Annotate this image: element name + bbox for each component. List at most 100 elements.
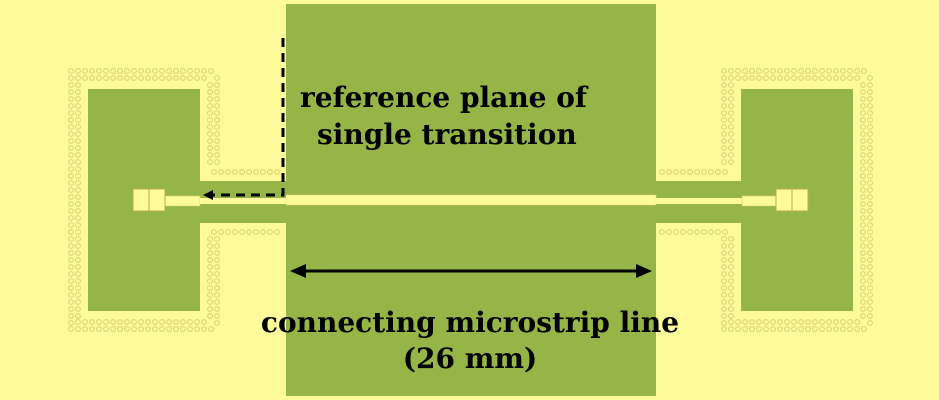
via-hole xyxy=(75,257,81,263)
via-hole xyxy=(867,180,873,186)
via-hole xyxy=(756,68,762,74)
via-hole xyxy=(194,75,200,81)
via-hole xyxy=(68,194,74,200)
via-hole xyxy=(194,326,200,332)
via-hole xyxy=(867,264,873,270)
via-hole xyxy=(867,173,873,179)
via-hole xyxy=(867,131,873,137)
via-hole xyxy=(68,75,74,81)
via-hole xyxy=(659,169,665,175)
via-hole xyxy=(826,319,832,325)
via-hole xyxy=(728,285,734,291)
via-hole xyxy=(68,313,74,319)
via-hole xyxy=(742,68,748,74)
via-hole xyxy=(214,285,220,291)
via-hole xyxy=(214,250,220,256)
via-hole xyxy=(75,82,81,88)
via-hole xyxy=(152,319,158,325)
via-hole xyxy=(819,319,825,325)
via-hole xyxy=(791,68,797,74)
via-hole xyxy=(274,169,280,175)
via-hole xyxy=(211,229,217,235)
via-hole xyxy=(207,89,213,95)
via-hole xyxy=(721,326,727,332)
via-hole xyxy=(721,103,727,109)
via-hole xyxy=(867,313,873,319)
via-hole xyxy=(68,229,74,235)
via-hole xyxy=(68,271,74,277)
via-hole xyxy=(867,75,873,81)
via-hole xyxy=(131,68,137,74)
via-hole xyxy=(708,169,714,175)
via-hole xyxy=(68,285,74,291)
via-hole xyxy=(75,236,81,242)
via-hole xyxy=(728,159,734,165)
via-hole xyxy=(860,124,866,130)
via-hole xyxy=(687,229,693,235)
via-hole xyxy=(103,326,109,332)
via-hole xyxy=(728,313,734,319)
via-hole xyxy=(214,117,220,123)
via-hole xyxy=(75,285,81,291)
via-hole xyxy=(145,75,151,81)
via-hole xyxy=(214,103,220,109)
via-hole xyxy=(805,319,811,325)
via-hole xyxy=(68,117,74,123)
via-hole xyxy=(214,299,220,305)
via-hole xyxy=(267,229,273,235)
via-hole xyxy=(201,326,207,332)
via-hole xyxy=(805,75,811,81)
via-hole xyxy=(721,271,727,277)
via-hole xyxy=(68,326,74,332)
via-hole xyxy=(812,319,818,325)
via-hole xyxy=(145,319,151,325)
via-hole xyxy=(819,68,825,74)
via-hole xyxy=(75,250,81,256)
via-hole xyxy=(207,257,213,263)
via-hole xyxy=(75,326,81,332)
via-hole xyxy=(208,68,214,74)
via-hole xyxy=(798,75,804,81)
via-hole xyxy=(659,229,665,235)
via-hole xyxy=(867,243,873,249)
via-hole xyxy=(75,278,81,284)
via-hole xyxy=(756,319,762,325)
reference-plane-label-line1: reference plane of xyxy=(300,81,589,114)
via-hole xyxy=(763,75,769,81)
via-hole xyxy=(847,75,853,81)
via-hole xyxy=(847,326,853,332)
via-hole xyxy=(867,222,873,228)
via-hole xyxy=(749,319,755,325)
via-hole xyxy=(173,319,179,325)
via-hole xyxy=(207,82,213,88)
via-hole xyxy=(110,75,116,81)
via-hole xyxy=(75,201,81,207)
via-hole xyxy=(75,103,81,109)
left-ground-strip-bottom xyxy=(200,204,286,223)
via-hole xyxy=(75,313,81,319)
via-hole xyxy=(110,326,116,332)
via-hole xyxy=(867,278,873,284)
via-hole xyxy=(867,257,873,263)
via-hole xyxy=(207,271,213,277)
via-hole xyxy=(867,82,873,88)
via-hole xyxy=(721,299,727,305)
via-hole xyxy=(232,229,238,235)
via-hole xyxy=(214,236,220,242)
via-hole xyxy=(763,68,769,74)
via-hole xyxy=(833,68,839,74)
via-hole xyxy=(207,243,213,249)
via-hole xyxy=(812,326,818,332)
via-hole xyxy=(103,319,109,325)
via-hole xyxy=(232,169,238,175)
via-hole xyxy=(728,124,734,130)
via-hole xyxy=(728,145,734,151)
via-hole xyxy=(75,271,81,277)
via-hole xyxy=(68,278,74,284)
via-hole xyxy=(253,229,259,235)
via-hole xyxy=(784,326,790,332)
via-hole xyxy=(201,75,207,81)
via-hole xyxy=(187,75,193,81)
via-hole xyxy=(860,131,866,137)
via-hole xyxy=(840,75,846,81)
